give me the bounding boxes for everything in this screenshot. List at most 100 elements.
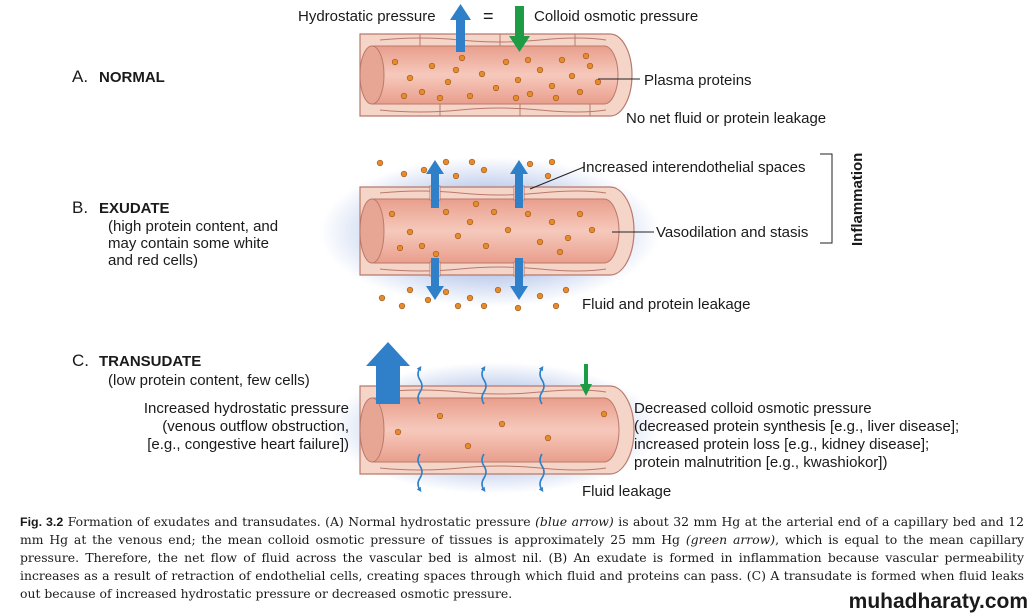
protein-dot	[600, 410, 608, 418]
protein-dot	[582, 52, 590, 60]
protein-dot	[458, 54, 466, 62]
protein-dot	[444, 78, 452, 86]
protein-dot	[400, 92, 408, 100]
protein-dot	[454, 302, 462, 310]
protein-dot	[418, 242, 426, 250]
caption-green-arrow: (green arrow)	[685, 532, 776, 547]
leaked-proteins-b	[376, 158, 570, 312]
leak-arrows-b	[426, 160, 528, 300]
protein-dot	[548, 158, 556, 166]
protein-dot	[568, 72, 576, 80]
protein-dot	[558, 56, 566, 64]
protein-dot	[544, 434, 552, 442]
plasma-proteins-b	[388, 200, 596, 258]
colloid-arrow-a	[509, 6, 530, 52]
protein-dot	[482, 242, 490, 250]
protein-dot	[526, 160, 534, 168]
right-label-4: protein malnutrition [e.g., kwashiokor])	[634, 454, 887, 471]
protein-dot	[526, 90, 534, 98]
section-b-title: EXUDATE	[99, 200, 170, 217]
protein-dot	[394, 428, 402, 436]
protein-dot	[514, 76, 522, 84]
caption-part-3: , which is equal to the mean capillary p…	[20, 532, 1024, 601]
hydrostatic-arrow-a	[450, 4, 471, 52]
protein-dot	[576, 88, 584, 96]
protein-dot	[480, 302, 488, 310]
protein-dot	[514, 304, 522, 312]
protein-dot	[452, 66, 460, 74]
protein-dot	[564, 234, 572, 242]
spaces-label: Increased interendothelial spaces	[582, 159, 805, 176]
section-a: A. NORMAL Hydrostatic pressure = Colloid…	[72, 4, 826, 127]
plasma-proteins-a	[391, 52, 602, 102]
protein-leakage-label: Fluid and protein leakage	[582, 296, 750, 313]
figure-label: Fig. 3.2	[20, 515, 64, 529]
fluid-leakage-label: Fluid leakage	[582, 483, 671, 500]
protein-dot	[442, 208, 450, 216]
caption-part-2: is about 32 mm Hg at the arterial end of…	[20, 514, 1024, 547]
protein-dot	[562, 286, 570, 294]
vessel-a	[359, 33, 633, 117]
caption-blue-arrow: (blue arrow)	[535, 514, 614, 529]
protein-dot	[468, 158, 476, 166]
protein-dot	[548, 218, 556, 226]
protein-dot	[512, 94, 520, 102]
protein-dot	[400, 170, 408, 178]
equals-sign: =	[483, 6, 494, 26]
right-label-1: Decreased colloid osmotic pressure	[634, 400, 872, 417]
protein-dot	[388, 210, 396, 218]
protein-dot	[424, 296, 432, 304]
decreased-colloid-arrow	[580, 364, 592, 396]
protein-dot	[442, 288, 450, 296]
protein-dot	[490, 208, 498, 216]
section-b-desc-1: (high protein content, and	[108, 218, 278, 235]
caption-part-1: Formation of exudates and transudates. (…	[63, 514, 536, 529]
no-leakage-label: No net fluid or protein leakage	[626, 110, 826, 127]
protein-dot	[466, 294, 474, 302]
section-c-title: TRANSUDATE	[99, 353, 201, 370]
protein-dot	[524, 210, 532, 218]
protein-dot	[436, 94, 444, 102]
section-b-desc-3: and red cells)	[108, 252, 198, 269]
protein-dot	[556, 248, 564, 256]
watermark: muhadharaty.com	[848, 590, 1028, 613]
protein-dot	[524, 56, 532, 64]
protein-dot	[544, 172, 552, 180]
protein-dot	[492, 84, 500, 92]
protein-dot	[472, 200, 480, 208]
left-label-2: (venous outflow obstruction,	[162, 418, 349, 435]
figure-caption: Fig. 3.2 Formation of exudates and trans…	[20, 513, 1024, 603]
section-b-letter: B.	[72, 198, 88, 217]
section-a-title: NORMAL	[99, 69, 165, 86]
protein-dot	[396, 244, 404, 252]
protein-dot	[466, 92, 474, 100]
protein-dot	[420, 166, 428, 174]
section-b: B. EXUDATE (high protein content, and ma…	[72, 153, 866, 313]
plasma-proteins-label: Plasma proteins	[644, 72, 752, 89]
inflammation-bracket	[820, 153, 833, 244]
diagram: A. NORMAL Hydrostatic pressure = Colloid…	[72, 4, 959, 500]
protein-dot	[436, 412, 444, 420]
section-c-desc: (low protein content, few cells)	[108, 372, 310, 389]
protein-dot	[536, 66, 544, 74]
protein-dot	[502, 58, 510, 66]
vessel-c	[359, 385, 635, 475]
protein-dot	[586, 62, 594, 70]
plasma-proteins-c	[394, 410, 608, 450]
protein-dot	[391, 58, 399, 66]
protein-dot	[406, 286, 414, 294]
left-label-3: [e.g., congestive heart failure])	[147, 436, 349, 453]
right-label-2: (decreased protein synthesis [e.g., live…	[634, 418, 959, 435]
inflammation-label: Inflammation	[849, 153, 866, 246]
spaces-leader	[529, 166, 585, 190]
vasodilation-label: Vasodilation and stasis	[656, 224, 808, 241]
protein-dot	[588, 226, 596, 234]
protein-dot	[418, 88, 426, 96]
protein-dot	[548, 82, 556, 90]
protein-dot	[498, 420, 506, 428]
protein-dot	[480, 166, 488, 174]
protein-dot	[432, 250, 440, 258]
left-label-1: Increased hydrostatic pressure	[144, 400, 349, 417]
section-a-letter: A.	[72, 67, 88, 86]
section-b-desc-2: may contain some white	[108, 235, 269, 252]
